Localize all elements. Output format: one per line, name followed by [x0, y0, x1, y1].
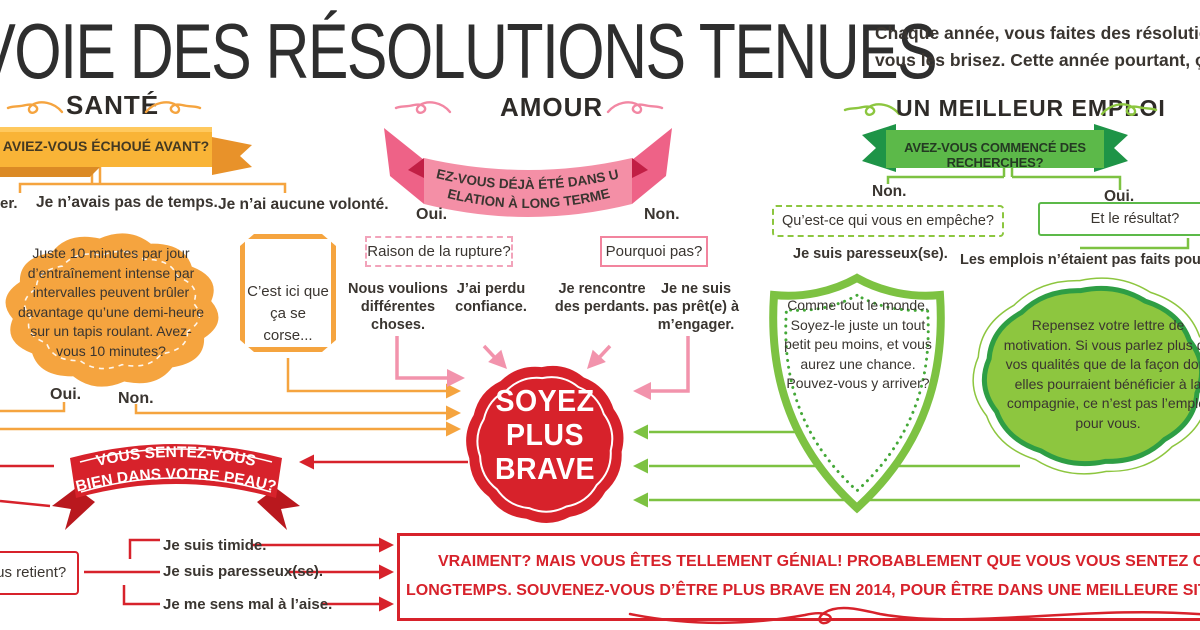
flourish-icon: [843, 103, 901, 116]
emploi-header: UN MEILLEUR EMPLOI: [896, 95, 1166, 121]
sante-oui-label: Oui.: [50, 386, 82, 403]
amour-non-label: Non.: [644, 206, 680, 223]
emploi-bubble: [972, 277, 1200, 475]
intro-line2: vous les brisez. Cette année pourtant, ç…: [875, 50, 1200, 70]
amour-oui-label: Oui.: [416, 206, 448, 223]
sante-answer-cut: er.: [0, 195, 18, 212]
corse-box: C’est ici que ça se corse...: [240, 234, 336, 352]
flourish-icon: [6, 101, 64, 114]
empeche-box: Qu’est-ce qui vous en empêche?: [772, 205, 1004, 237]
flourish-icon: [144, 101, 202, 114]
rupture-box: Raison de la rupture?: [365, 236, 513, 267]
sante-banner-label: AVIEZ-VOUS ÉCHOUÉ AVANT?: [2, 138, 210, 154]
retient-box: Qu’est-ce qui vous retient?: [0, 551, 79, 595]
sante-cloud-text: Juste 10 minutes par jour d’entraînement…: [17, 245, 205, 359]
flourish-icon: [394, 101, 452, 114]
retient-item-1: Je suis timide.: [163, 537, 267, 554]
page-title: LA VOIE DES RÉSOLUTIONS TENUES: [0, 7, 938, 95]
intro-line1: Chaque année, vous faites des résolution…: [875, 23, 1200, 43]
amour-answer-2: J’ai perdu confiance.: [455, 281, 527, 315]
emploi-non-label: Non.: [872, 183, 907, 200]
amour-banner-ribbon: AVEZ-VOUS DÉJÀ ÉTÉ DANS UNE RELATION À L…: [375, 104, 672, 217]
emploi-bubble-text: Repensez votre lettre de motivation. Si …: [1003, 317, 1200, 431]
sante-answer-1: Je n’avais pas de temps.: [36, 194, 218, 211]
amour-header: AMOUR: [500, 92, 604, 122]
amour-answer-3: Je rencontre des perdants.: [554, 281, 650, 315]
final-message-box: VRAIMENT? MAIS VOUS ÊTES TELLEMENT GÉNIA…: [397, 533, 1200, 621]
emploi-answer-2: Les emplois n’étaient pas faits pour moi…: [960, 252, 1200, 268]
sante-non-label: Non.: [118, 390, 154, 407]
amour-answer-4: Je ne suis pas prêt(e) à m’engager.: [652, 281, 740, 333]
flourish-icon: [1100, 103, 1158, 116]
sante-banner-ribbon: [0, 127, 252, 177]
red-connectors: [0, 460, 468, 606]
final-line2: LONGTEMPS. SOUVENEZ-VOUS D’ÊTRE PLUS BRA…: [406, 582, 1200, 599]
retient-item-2: Je suis paresseux(se).: [163, 563, 324, 580]
emploi-banner-ribbon: [862, 124, 1128, 172]
badge-line2: PLUS: [506, 417, 584, 452]
swirl-divider: [628, 606, 1200, 625]
sante-answer-2: Je n’ai aucune volonté.: [218, 196, 389, 213]
intro-text: Chaque année, vous faites des résolution…: [875, 20, 1200, 74]
brave-badge-text: SOYEZ PLUS BRAVE: [471, 384, 618, 486]
amour-answer-1: Nous voulions différentes choses.: [348, 281, 448, 333]
emploi-oui-label: Oui.: [1104, 188, 1135, 205]
peau-ribbon: VOUS SENTEZ-VOUS BIEN DANS VOTRE PEAU?: [52, 444, 300, 530]
resultat-box: Et le résultat?: [1038, 202, 1200, 236]
badge-line1: SOYEZ: [495, 383, 595, 418]
final-line1: VRAIMENT? MAIS VOUS ÊTES TELLEMENT GÉNIA…: [438, 553, 1200, 570]
retient-item-3: Je me sens mal à l’aise.: [163, 596, 333, 613]
emploi-answer-1: Je suis paresseux(se).: [793, 246, 948, 262]
badge-line3: BRAVE: [494, 451, 596, 486]
emploi-shield-text: Comme tout le monde. Soyez-le juste un t…: [784, 297, 932, 391]
sante-cloud-bubble: [5, 233, 219, 387]
sante-connectors: [0, 164, 446, 431]
emploi-banner-label: AVEZ-VOUS COMMENCÉ DES RECHERCHES?: [904, 140, 1086, 170]
red-arrowheads: [299, 454, 394, 612]
emploi-shield: [769, 273, 945, 514]
brave-badge: [466, 365, 624, 523]
flourish-icon: [606, 101, 664, 114]
emploi-arrowheads: [633, 424, 648, 508]
sante-header: SANTÉ: [66, 90, 160, 120]
pourquoi-box: Pourquoi pas?: [600, 236, 708, 267]
